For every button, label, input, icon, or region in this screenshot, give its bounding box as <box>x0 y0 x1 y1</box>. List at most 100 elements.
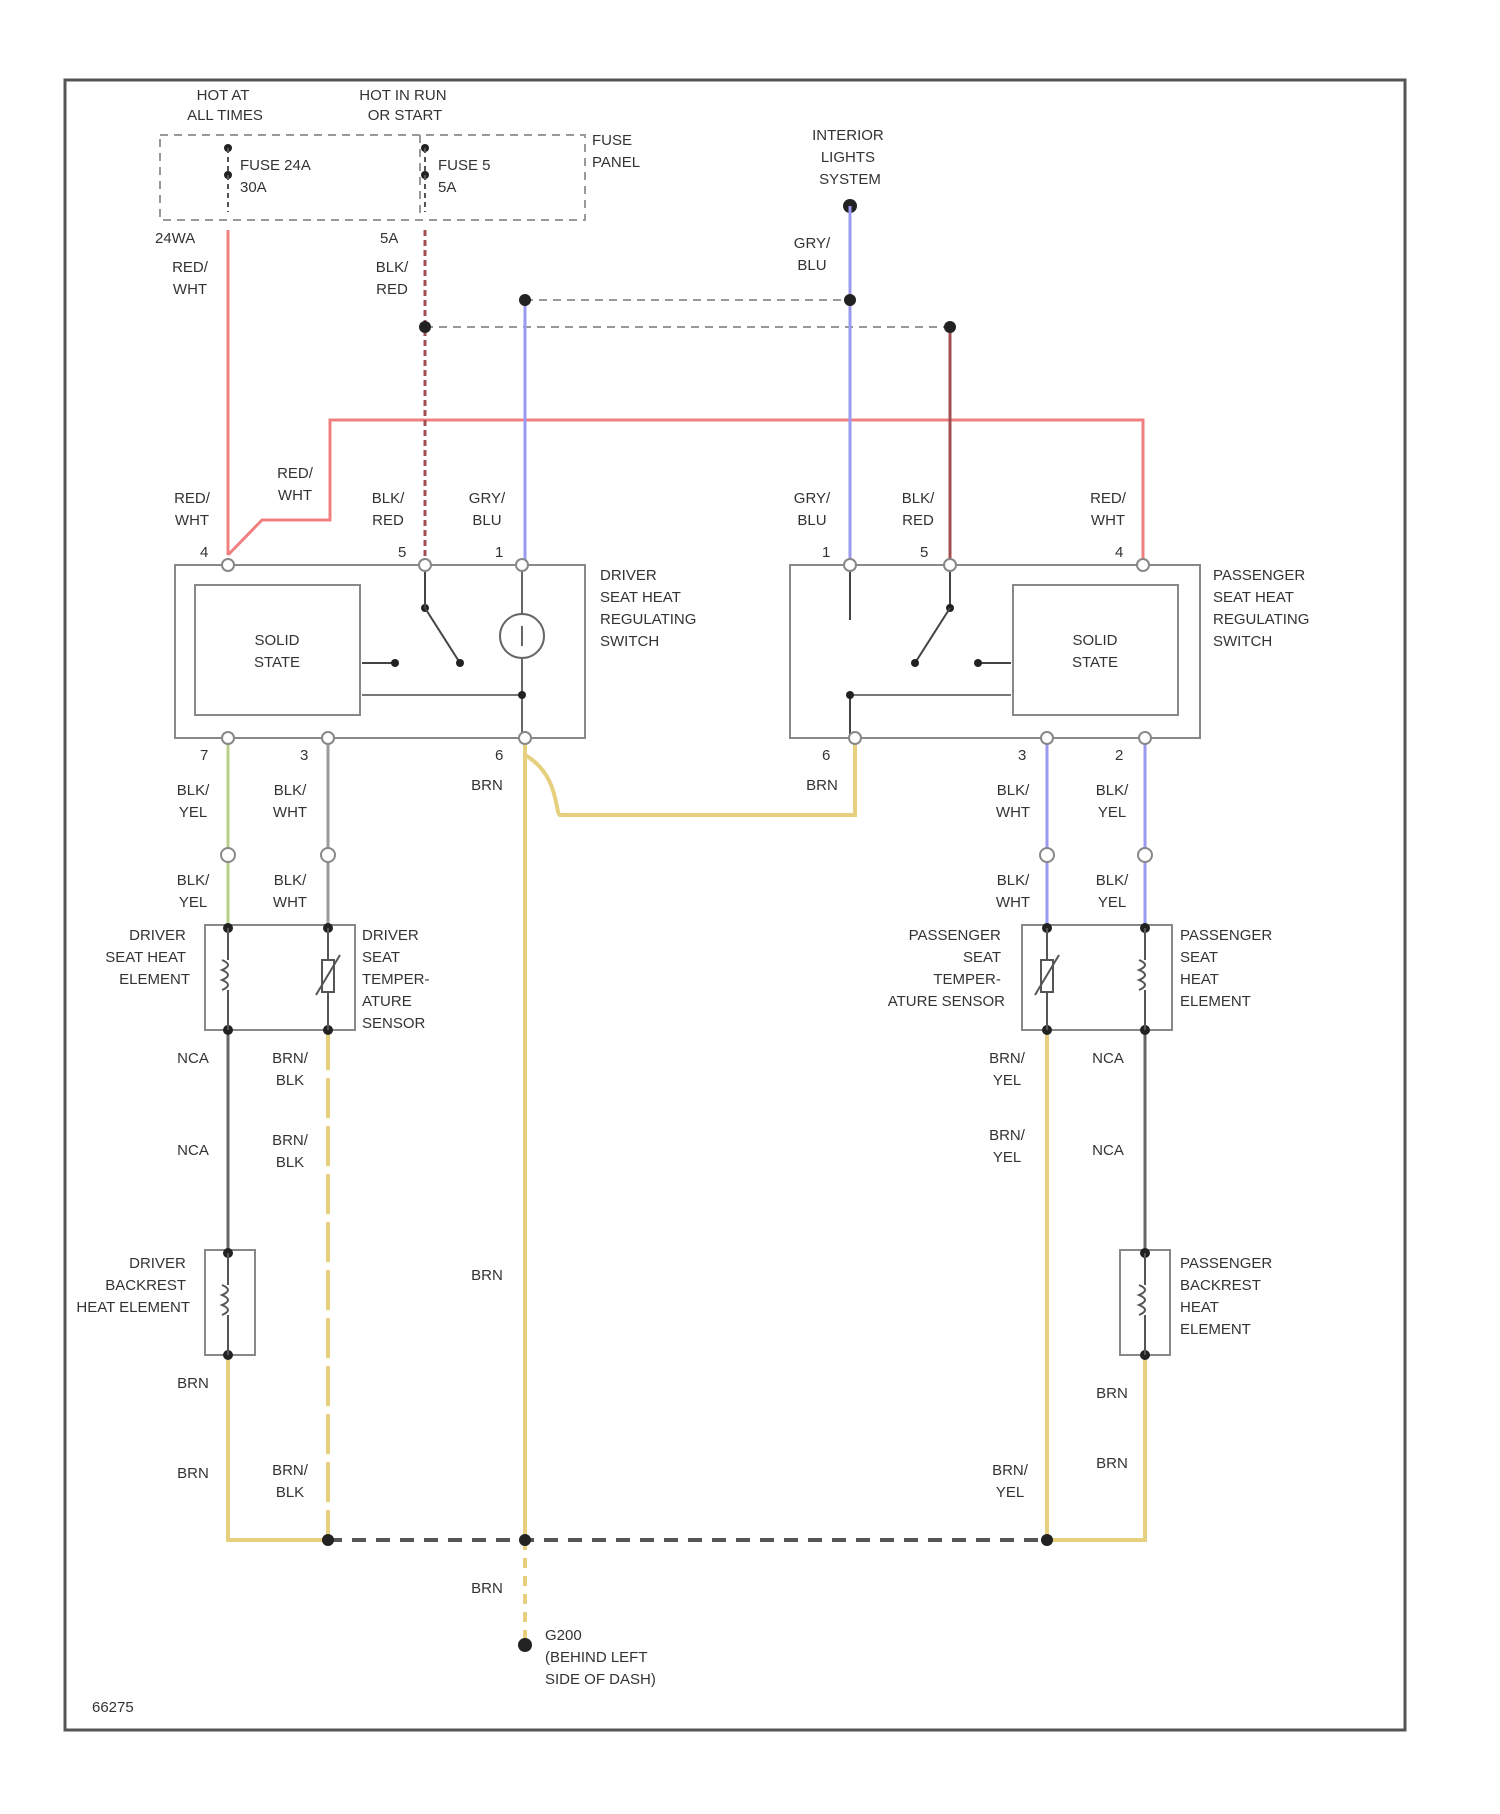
pin-label: 1 <box>822 544 830 561</box>
wire-label-nca: NCA <box>177 1142 209 1159</box>
pin-label: 5 <box>920 544 928 561</box>
wire-label-blk-yel: BLK/YEL <box>1096 872 1129 911</box>
pin-label: 7 <box>200 747 208 764</box>
pin-label: 6 <box>822 747 830 764</box>
pin-label: 4 <box>200 544 208 561</box>
ground-splice <box>322 1534 334 1546</box>
wire-label-blk-red: BLK/RED <box>372 490 405 529</box>
wire-label-blk-wht: BLK/WHT <box>273 872 307 911</box>
splice-point <box>519 294 531 306</box>
wire-labels: RED/WHT BLK/RED GRY/BLU RED/WHT RED/WHT … <box>172 235 1129 1597</box>
wire-label-brn: BRN <box>471 1267 503 1284</box>
wire-label-blk-wht: BLK/WHT <box>996 872 1030 911</box>
pin-label: 3 <box>1018 747 1026 764</box>
wire-label-blk-wht: BLK/WHT <box>273 782 307 821</box>
ground-label: G200 (BEHIND LEFT SIDE OF DASH) <box>545 1627 656 1688</box>
pin-label: 1 <box>495 544 503 561</box>
passenger-pin5-connector <box>944 559 956 571</box>
inline-connector-icon <box>1138 848 1152 862</box>
fuse-24-wire-tag: 24WA <box>155 230 195 247</box>
wire-label-brn-blk: BRN/BLK <box>272 1462 309 1501</box>
wire-label-nca: NCA <box>1092 1050 1124 1067</box>
wire-label-blk-yel: BLK/YEL <box>177 782 210 821</box>
wire-label-brn: BRN <box>177 1465 209 1482</box>
hot-in-run-label: HOT IN RUN OR START <box>359 87 450 124</box>
driver-pin4-connector <box>222 559 234 571</box>
passenger-temp-sensor-label: PASSENGER SEAT TEMPER- ATURE SENSOR <box>888 927 1005 1010</box>
wire-label-gry-blu: GRY/BLU <box>794 490 831 529</box>
driver-pin6-connector <box>519 732 531 744</box>
splice-point <box>844 294 856 306</box>
inline-connectors <box>221 848 1152 862</box>
wire-label-brn-blk: BRN/BLK <box>272 1132 309 1171</box>
wire-label-brn: BRN <box>177 1375 209 1392</box>
passenger-switch-label: PASSENGER SEAT HEAT REGULATING SWITCH <box>1213 567 1314 650</box>
ground-terminal-icon <box>518 1638 532 1652</box>
wire-label-red-wht: RED/WHT <box>1090 490 1127 529</box>
splice-point <box>419 321 431 333</box>
wire-label-brn: BRN <box>1096 1385 1128 1402</box>
passenger-backrest-label: PASSENGER BACKREST HEAT ELEMENT <box>1180 1255 1276 1338</box>
driver-pin5-connector <box>419 559 431 571</box>
wire-label-blk-wht: BLK/WHT <box>996 782 1030 821</box>
driver-internal-node <box>518 691 526 699</box>
driver-seat-elements: DRIVER SEAT HEAT ELEMENT DRIVER SEAT TEM… <box>105 923 433 1035</box>
driver-switch-label: DRIVER SEAT HEAT REGULATING SWITCH <box>600 567 701 650</box>
driver-solid-state-module <box>195 585 360 715</box>
interior-lights-label: INTERIOR LIGHTS SYSTEM <box>812 127 888 188</box>
passenger-pin6-connector <box>849 732 861 744</box>
passenger-solid-state-module <box>1013 585 1178 715</box>
wire-label-brn-yel: BRN/YEL <box>992 1462 1029 1501</box>
passenger-seat-element-label: PASSENGER SEAT HEAT ELEMENT <box>1180 927 1276 1010</box>
wire-label-brn: BRN <box>806 777 838 794</box>
fuse-24-label: FUSE 24A 30A <box>240 157 314 196</box>
wire-label-blk-red: BLK/RED <box>902 490 935 529</box>
wire-driver-pin4-to-passenger-pin4 <box>228 420 1143 560</box>
wire-label-nca: NCA <box>1092 1142 1124 1159</box>
wire-label-brn-yel: BRN/YEL <box>989 1127 1026 1166</box>
wire-label-blk-red: BLK/RED <box>376 259 409 298</box>
hot-at-all-times-label: HOT AT ALL TIMES <box>187 87 263 124</box>
driver-pin1-connector <box>516 559 528 571</box>
inline-connector-icon <box>321 848 335 862</box>
wire-label-brn-yel: BRN/YEL <box>989 1050 1026 1089</box>
wire-label-brn: BRN <box>471 777 503 794</box>
fuse-panel-label: FUSE PANEL <box>592 132 640 171</box>
driver-backrest-label: DRIVER BACKREST HEAT ELEMENT <box>76 1255 190 1316</box>
pin-label: 6 <box>495 747 503 764</box>
wire-label-red-wht: RED/WHT <box>174 490 211 529</box>
inline-connector-icon <box>221 848 235 862</box>
wire-label-blk-yel: BLK/YEL <box>1096 782 1129 821</box>
wire-passenger-backrest-brn <box>1047 1355 1145 1540</box>
passenger-pin3-connector <box>1041 732 1053 744</box>
ground-splice <box>519 1534 531 1546</box>
wire-label-gry-blu: GRY/BLU <box>469 490 506 529</box>
wire-label-red-wht: RED/WHT <box>172 259 209 298</box>
wire-label-brn: BRN <box>1096 1455 1128 1472</box>
figure-id: 66275 <box>92 1699 134 1716</box>
wire-label-red-wht: RED/WHT <box>277 465 314 504</box>
wire-label-nca: NCA <box>177 1050 209 1067</box>
passenger-pin4-connector <box>1137 559 1149 571</box>
driver-backrest-box <box>205 1250 255 1355</box>
passenger-pin1-connector <box>844 559 856 571</box>
passenger-internal-node <box>846 691 854 699</box>
wire-label-blk-yel: BLK/YEL <box>177 872 210 911</box>
backrest-elements: DRIVER BACKREST HEAT ELEMENT PASSENGER B… <box>76 1248 1276 1360</box>
fuse-5-wire-tag: 5A <box>380 230 398 247</box>
pin-label: 3 <box>300 747 308 764</box>
driver-temp-sensor-label: DRIVER SEAT TEMPER- ATURE SENSOR <box>362 927 434 1032</box>
power-sources: HOT AT ALL TIMES HOT IN RUN OR START FUS… <box>155 87 888 247</box>
fuse-panel-box <box>160 135 585 220</box>
wire-driver-backrest-brn <box>228 1355 328 1540</box>
wire-label-brn: BRN <box>471 1580 503 1597</box>
fuse-5-label: FUSE 5 5A <box>438 157 495 196</box>
passenger-pin2-connector <box>1139 732 1151 744</box>
splice-point <box>944 321 956 333</box>
wire-label-gry-blu: GRY/BLU <box>794 235 831 274</box>
driver-seat-element-label: DRIVER SEAT HEAT ELEMENT <box>105 927 190 988</box>
passenger-seat-elements: PASSENGER SEAT TEMPER- ATURE SENSOR PASS… <box>888 923 1277 1035</box>
pin-label: 2 <box>1115 747 1123 764</box>
